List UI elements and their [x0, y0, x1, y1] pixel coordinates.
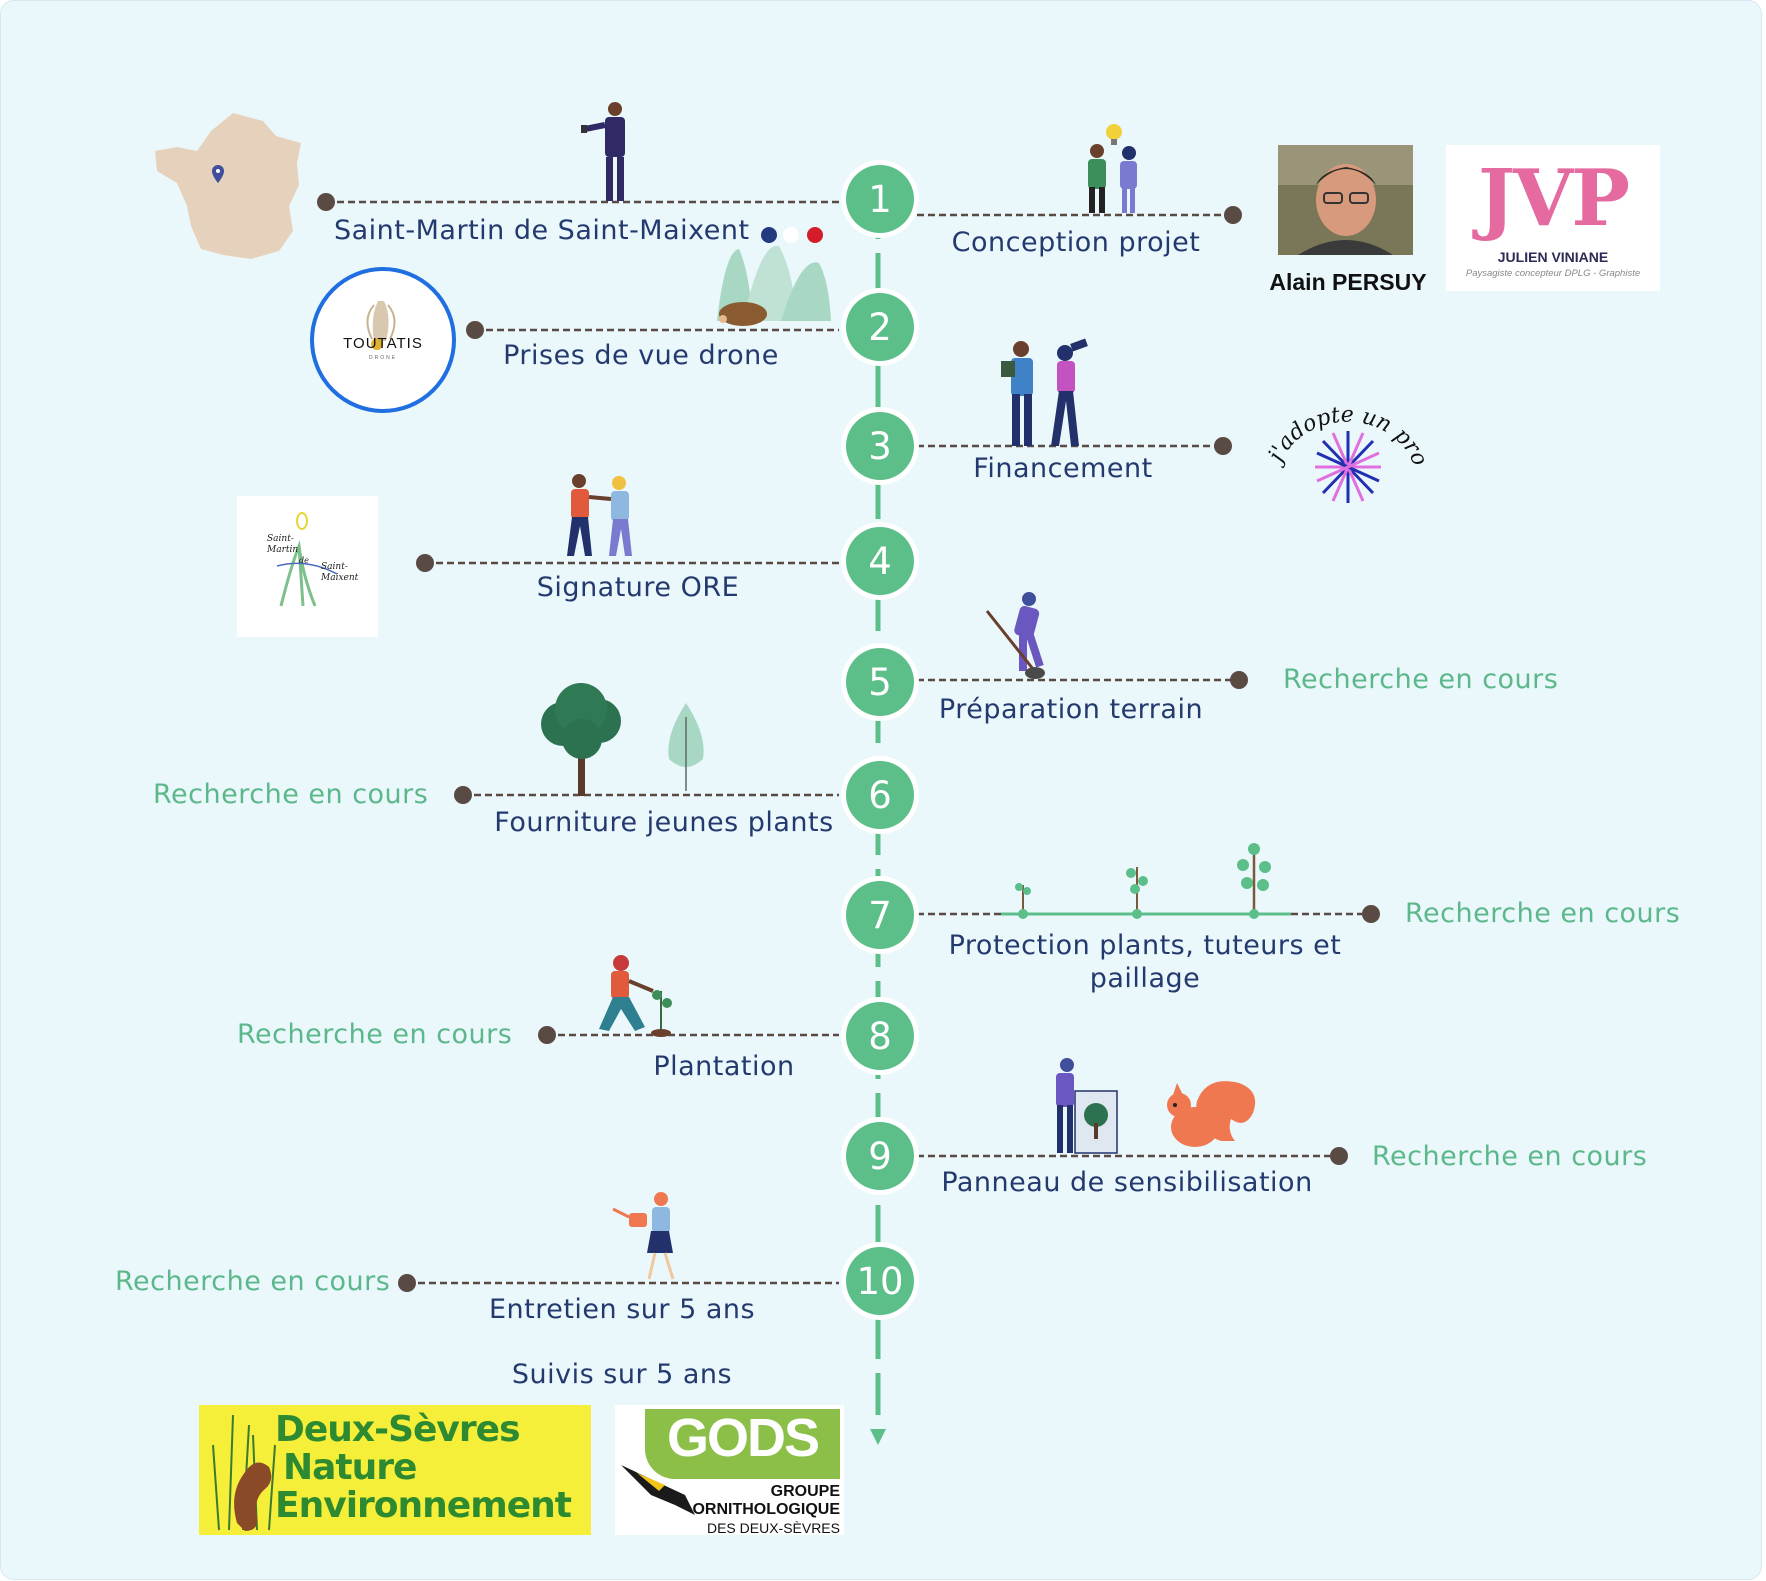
designer-name: Alain PERSUY [1269, 269, 1427, 295]
adopte-logo: j'adopte un projet [1255, 354, 1433, 513]
connector-dot [466, 321, 484, 339]
businessman-icon [581, 102, 625, 201]
connector-dot [538, 1026, 556, 1044]
step-circle-1: 1 [846, 165, 914, 233]
commune-line1: Saint- [267, 534, 294, 544]
connector-dot [317, 193, 335, 211]
squirrel-icon [1167, 1081, 1256, 1147]
commune-line4: Saint- [321, 562, 348, 572]
step-5-status: Recherche en cours [1283, 664, 1559, 695]
step-7-status: Recherche en cours [1405, 898, 1681, 929]
commune-line2: Martin [267, 545, 299, 555]
step-circle-2: 2 [846, 293, 914, 361]
toutatis-logo: TOUTATIS DRONE [310, 267, 456, 413]
step-1-location-label: Saint-Martin de Saint-Maixent [334, 215, 750, 246]
step-circle-9: 9 [846, 1122, 914, 1190]
dsne-line3: Environnement [275, 1485, 572, 1526]
sapling-icon [668, 703, 704, 791]
gods-logo: GODS GROUPE ORNITHOLOGIQUE DES DEUX-SÈVR… [615, 1405, 844, 1536]
location-pin-icon [212, 165, 224, 183]
starburst-icon [1315, 431, 1381, 503]
connector-dot [1330, 1147, 1348, 1165]
gods-line3: DES DEUX-SÈVRES [706, 1520, 840, 1536]
connector-dot [1230, 671, 1248, 689]
step-10-label: Entretien sur 5 ans [488, 1294, 756, 1325]
step-circle-10: 10 [846, 1247, 914, 1315]
sign-presenter-icon [1056, 1058, 1118, 1154]
step-6-status: Recherche en cours [153, 779, 429, 810]
jvp-subtitle: Paysagiste concepteur DPLG - Graphiste [1465, 268, 1641, 279]
step-8-label: Plantation [653, 1051, 795, 1082]
hedgehog-icon [719, 302, 767, 326]
team-idea-icon [1088, 124, 1137, 213]
connector-dot [398, 1274, 416, 1292]
step-circle-5: 5 [846, 648, 914, 716]
step-10-status: Recherche en cours [115, 1266, 391, 1297]
jvp-logo-mark: JVP [1477, 153, 1630, 244]
step-2-label: Prises de vue drone [503, 340, 779, 371]
dsne-logo: Deux-Sèvres Nature Environnement [199, 1405, 591, 1535]
dsne-line2: Nature [283, 1447, 417, 1488]
jvp-logo: JVP JULIEN VINIANE Paysagiste concepteur… [1446, 145, 1660, 291]
step-circle-7: 7 [846, 881, 914, 949]
step-1-label: Conception projet [951, 227, 1201, 258]
planter-icon [599, 955, 672, 1037]
connector-dot [1224, 206, 1242, 224]
connector-dot [454, 786, 472, 804]
handshake-icon [567, 474, 632, 556]
step-3-label: Financement [973, 453, 1153, 484]
step-circle-3: 3 [846, 412, 914, 480]
france-map-icon [155, 113, 301, 259]
followup-label: Suivis sur 5 ans [511, 1359, 733, 1390]
step-9-status: Recherche en cours [1372, 1141, 1648, 1172]
commune-logo: Saint- Martin de Saint- Maixent [237, 496, 378, 637]
gardener-shovel-icon [985, 592, 1045, 679]
step-5-label: Préparation terrain [938, 694, 1204, 725]
connector-dot [416, 554, 434, 572]
designer-photo [1278, 145, 1413, 255]
seedling-icon [1001, 843, 1291, 919]
step-8-status: Recherche en cours [237, 1019, 513, 1050]
step-7-label: Protection plants, tuteurs et paillage [948, 930, 1342, 994]
step-6-label: Fourniture jeunes plants [494, 807, 834, 838]
toutatis-name: TOUTATIS [343, 335, 423, 352]
avatar [1278, 145, 1413, 255]
watering-woman-icon [612, 1192, 675, 1280]
step-4-label: Signature ORE [536, 572, 740, 603]
jvp-name: JULIEN VINIANE [1497, 249, 1609, 265]
investors-icon [1001, 338, 1088, 446]
commune-line3: de [299, 556, 309, 565]
tree-icon [541, 683, 621, 796]
step-circle-6: 6 [846, 761, 914, 829]
gods-line1: GROUPE [770, 1483, 840, 1500]
gods-line2: ORNITHOLOGIQUE [692, 1501, 840, 1518]
commune-line5: Maixent [321, 573, 359, 583]
flag-dots-icon [761, 227, 823, 243]
gods-logo-mark: GODS [666, 1408, 820, 1468]
toutatis-sub: DRONE [368, 355, 398, 361]
step-circle-4: 4 [846, 527, 914, 595]
otter-icon [234, 1462, 272, 1531]
step-circle-8: 8 [846, 1002, 914, 1070]
connector-dot [1362, 905, 1380, 923]
dsne-line1: Deux-Sèvres [275, 1409, 520, 1450]
arrow-down-icon [870, 1429, 886, 1445]
step-9-label: Panneau de sensibilisation [941, 1167, 1313, 1198]
connector-dot [1214, 437, 1232, 455]
